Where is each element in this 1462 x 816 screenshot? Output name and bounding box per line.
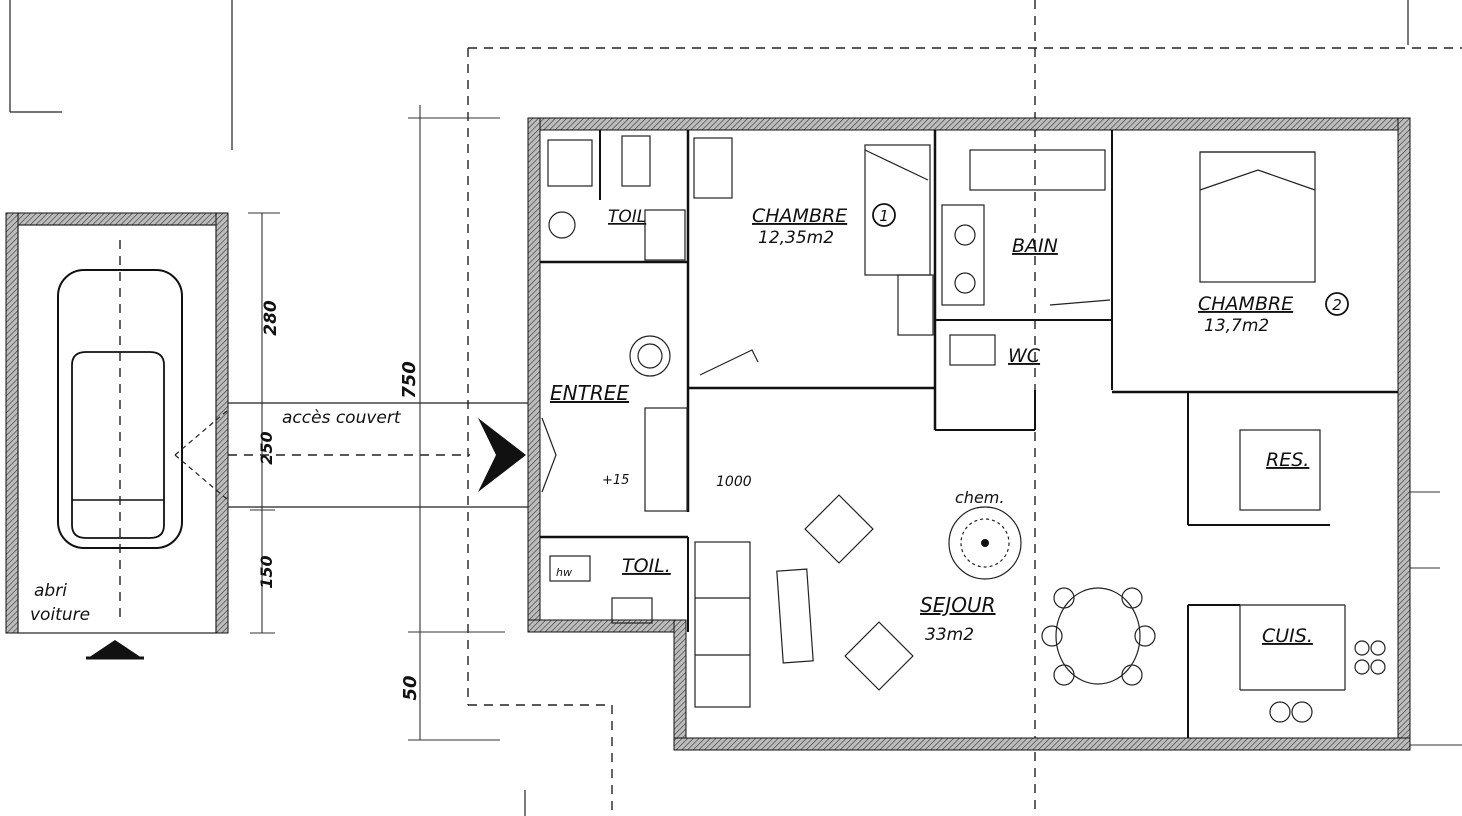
- carport-label-line2: voiture: [30, 605, 90, 625]
- room-number-badge-1: [872, 203, 896, 227]
- interior-walls: [540, 130, 1398, 738]
- carport: abri voiture: [5, 212, 229, 660]
- dimension-280: 280: [261, 300, 281, 336]
- dimension-150: 150: [257, 555, 276, 588]
- room-label-toil-top: TOIL: [608, 207, 646, 227]
- room-label-wc: WC: [1008, 345, 1041, 367]
- room-label-chambre-1: CHAMBRE: [752, 205, 847, 227]
- room-area-sejour: 33m2: [925, 625, 974, 645]
- level-sejour: 1000: [716, 474, 752, 490]
- fixtures: [541, 135, 1386, 723]
- covered-access: accès couvert: [228, 402, 530, 508]
- fixture-label-chem: chem.: [955, 488, 1004, 507]
- carport-label-line1: abri: [34, 581, 67, 601]
- room-number-1: 1: [879, 207, 889, 225]
- dimension-750: 750: [399, 361, 420, 399]
- room-label-chambre-2: CHAMBRE: [1198, 293, 1293, 315]
- room-label-cuis: CUIS.: [1262, 625, 1313, 647]
- room-label-entree: ENTREE: [550, 381, 629, 405]
- carport-dimensions: 280 250 150: [248, 212, 281, 634]
- room-number-2: 2: [1332, 296, 1342, 314]
- room-label-sejour: SEJOUR: [920, 593, 996, 617]
- covered-access-label: accès couvert: [282, 408, 402, 428]
- dimension-50: 50: [400, 675, 421, 700]
- fixture-label-hw: hw: [556, 566, 572, 579]
- room-number-badge-2: [1325, 292, 1349, 316]
- room-label-toil-bottom: TOIL.: [622, 555, 671, 577]
- main-entrance-arrow-icon: [478, 418, 526, 492]
- room-label-res: RES.: [1266, 449, 1309, 471]
- level-entree: +15: [602, 473, 629, 488]
- room-area-chambre-2: 13,7m2: [1204, 316, 1269, 336]
- house-exterior-walls: [527, 117, 1411, 751]
- room-labels: TOIL CHAMBRE 1 12,35m2 BAIN CHAMBRE 2 13…: [550, 203, 1349, 647]
- room-label-bain: BAIN: [1012, 235, 1058, 257]
- house-dimensions: 750 50: [399, 105, 1462, 746]
- room-area-chambre-1: 12,35m2: [758, 228, 834, 248]
- carport-entry-arrow-icon: [86, 640, 144, 660]
- dimension-250: 250: [257, 431, 276, 464]
